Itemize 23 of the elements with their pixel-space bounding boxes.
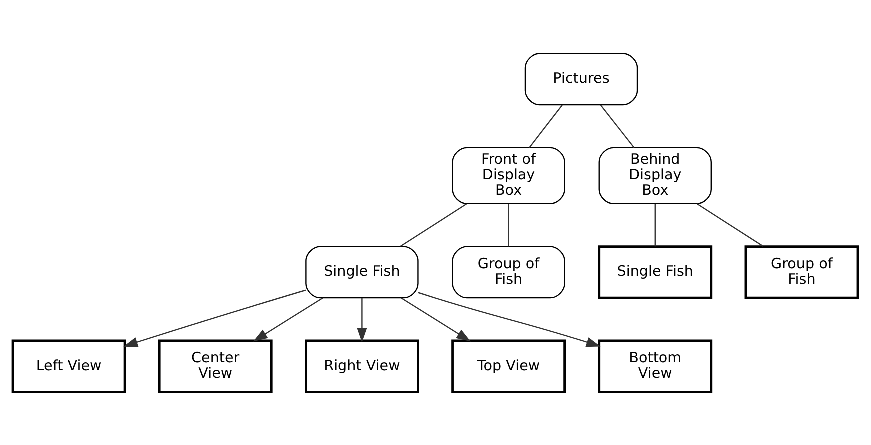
connector — [508, 204, 510, 246]
node-box: Front of Display Box — [452, 146, 566, 204]
connector — [600, 104, 635, 148]
arrow — [253, 297, 324, 342]
connector — [654, 204, 656, 246]
node-box: Pictures — [524, 52, 638, 106]
node-box: Single Fish — [598, 245, 713, 299]
node-box: Single Fish — [306, 246, 419, 298]
arrow — [418, 292, 601, 347]
node-box: Top View — [452, 339, 566, 393]
node-box: Group of Fish — [744, 245, 860, 299]
connector — [697, 203, 764, 247]
arrow — [401, 297, 471, 342]
node-box: Bottom View — [598, 339, 713, 393]
node-box: Behind Display Box — [598, 146, 712, 204]
connector — [400, 203, 468, 247]
node-box: Right View — [305, 339, 420, 393]
node-box: Group of Fish — [452, 246, 566, 298]
arrow — [124, 289, 306, 347]
node-box: Center View — [158, 339, 273, 393]
node-box: Left View — [12, 339, 126, 393]
connector — [529, 104, 563, 148]
arrow — [357, 298, 368, 342]
